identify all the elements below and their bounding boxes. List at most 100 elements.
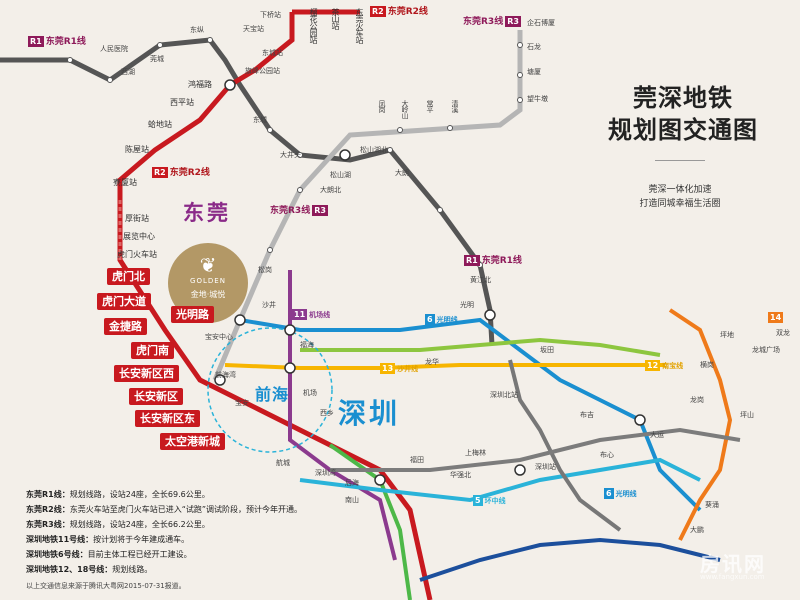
station-label: 布心 [600,451,614,459]
sz12-badge: 12 [645,360,661,371]
station-label: 常平 [426,100,434,112]
station-button-changan-west[interactable]: 长安新区西 [114,365,179,382]
station-label: 凤岗 [378,100,386,112]
station-label: 坂田 [540,346,554,354]
interchange-stations [214,79,646,486]
station-label: 后海 [345,479,359,487]
station-button-humen-avenue[interactable]: 虎门大道 [97,293,151,310]
station-label: 蛤地站 [148,120,172,129]
station-label: 南山 [345,496,359,504]
station-label: 机场 [303,389,317,397]
sz6-badge: 6 [425,314,435,325]
note-item: 东莞R1线：规划线路，设站24座，全长69.6公里。 [26,490,210,499]
logo-sub: GOLDEN [190,277,226,285]
sz12-text: 南宝线 [662,362,684,370]
station-label: 西湖 [121,68,135,76]
sz6b-text: 光明线 [615,490,637,498]
station-label: 东莞火车站 [355,8,364,43]
station-label: 龙城广场 [752,346,780,354]
r3-mid-text: 东莞R3线 [270,206,311,216]
station-label: 大朗北 [320,186,341,194]
station-label: 深圳北站 [490,391,518,399]
logo-mark-icon: ❦ [199,253,217,277]
station-label: 坪地 [720,331,734,339]
station-label: 企石博厦 [527,19,555,27]
page-subtitle: 莞深一体化加速 打造同城幸福生活圈 [620,183,740,211]
sz11-badge: 11 [292,309,308,320]
subtitle-line-1: 莞深一体化加速 [648,185,712,195]
r2-tag-text: 东莞R2线 [387,7,428,17]
station-button-humen-south[interactable]: 虎门南 [131,342,174,359]
station-label: 布吉 [580,411,594,419]
station-label: 西平站 [170,98,194,107]
r1-tag-text: 东莞R1线 [45,37,86,47]
sz6b-badge: 6 [604,488,614,499]
sz11-text: 机场线 [309,311,331,319]
station-label: 松山湖北 [360,146,388,154]
note-item: 深圳地铁12、18号线：规划线路。 [26,565,153,574]
watermark: 房讯网 [700,552,766,576]
sz-line-14 [668,308,733,541]
station-label: 大岭山 [401,100,409,118]
station-label: 榴花公园站 [309,8,318,43]
station-label: 厚街站 [125,214,149,223]
station-button-space-port[interactable]: 太空港新城 [160,433,225,450]
station-label: 福田 [410,456,424,464]
station-button-guangming-road[interactable]: 光明路 [171,306,214,323]
station-label: 石龙 [527,43,541,51]
station-label: 坪山 [740,411,754,419]
title-divider [655,160,705,161]
station-label: 深圳湾 [315,469,336,477]
station-label: 松山湖 [330,171,351,179]
note-item: 深圳地铁6号线：目前主体工程已经开工建设。 [26,550,192,559]
station-button-changan[interactable]: 长安新区 [129,388,183,405]
sz-line-5 [299,457,701,503]
station-label: 双龙 [776,329,790,337]
station-label: 东城 [253,116,267,124]
station-label: 寮厦站 [113,178,137,187]
sz14-badge: 14 [768,312,784,323]
sz-line-1 [328,443,412,600]
station-label: 人民医院 [100,45,128,53]
station-label: 大井头 [280,151,301,159]
note-item: 深圳地铁11号线：按计划将于今年建成通车。 [26,535,190,544]
station-label: 虎门火车站 [117,250,157,259]
station-button-jinjie-road[interactable]: 金捷路 [104,318,147,335]
station-label: 茶山站 [331,8,340,29]
station-label: 上梅林 [465,449,486,457]
station-label: 鸿福路 [188,80,212,89]
note-item: 东莞R3线：规划线路，设站24座，全长66.2公里。 [26,520,210,529]
r1-line [20,37,495,346]
station-label: 黄江北 [470,276,491,284]
station-label: 清溪 [451,100,459,112]
station-label: 松岗 [258,266,272,274]
station-label: 大运 [650,431,664,439]
station-label: 宝安 [235,399,249,407]
station-label: 航城 [276,459,290,467]
station-button-changan-east[interactable]: 长安新区东 [135,410,200,427]
sz-line-green2 [300,337,661,357]
sz-line-13 [224,363,665,370]
station-label: 展览中心 [123,232,155,241]
r3-tag-text: 东莞R3线 [463,17,504,27]
watermark-url: www.fangxun.com [700,573,765,581]
station-button-humen-north[interactable]: 虎门北 [107,268,150,285]
station-label: 旗峰公园站 [245,67,280,75]
station-label: 深圳站 [535,463,556,471]
sz13-text: 沙井线 [397,365,419,373]
r3-badge: R3 [505,16,521,27]
station-label: 龙华 [425,358,439,366]
sz5-text: 环中线 [484,497,506,505]
subtitle-line-2: 打造同城幸福生活圈 [639,199,721,209]
r2-mid-badge: R2 [152,167,168,178]
station-label: 莞城 [150,55,164,63]
r2-badge: R2 [370,6,386,17]
r1-mid-badge: R1 [464,255,480,266]
